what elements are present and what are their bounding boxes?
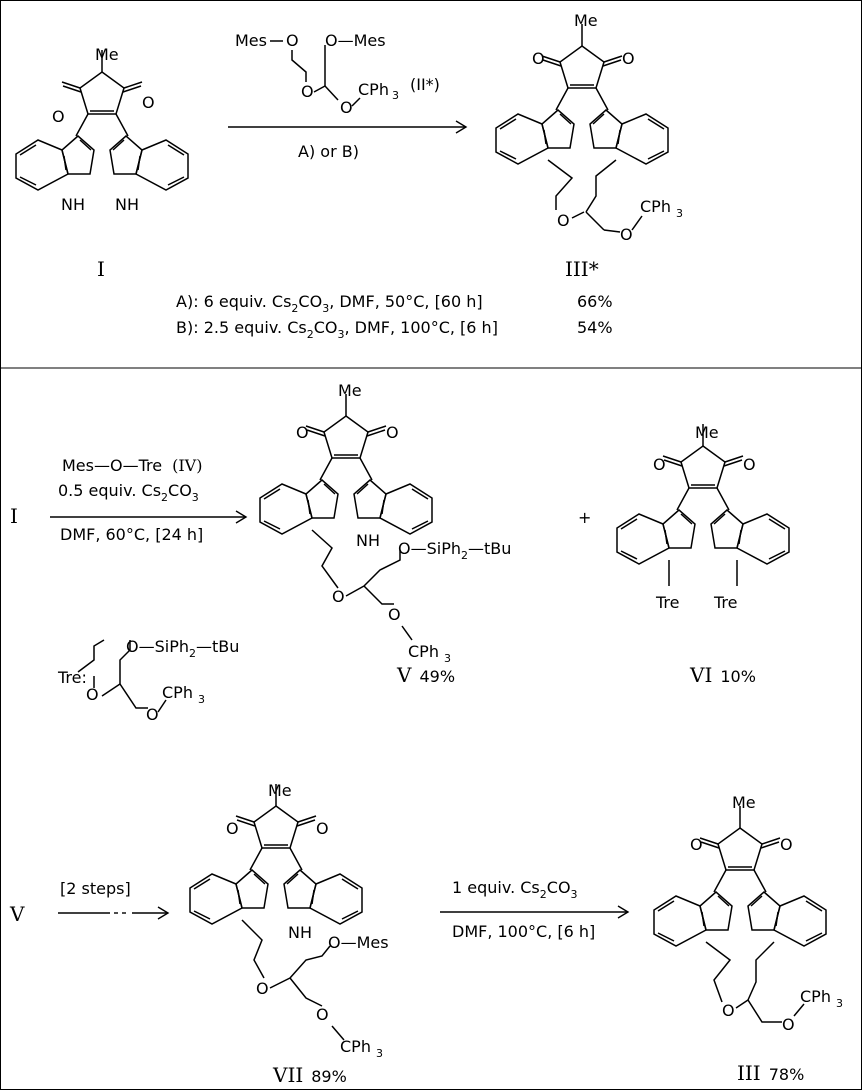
svg-text:O: O [743,455,756,474]
compound-I-nh2: NH [115,195,139,214]
svg-text:O: O [340,98,353,117]
compound-III-star-me: Me [574,11,598,30]
step2-conditions: DMF, 60°C, [24 h] [60,525,203,544]
compound-VI-me: Me [695,423,719,442]
start-V: V [9,902,25,926]
compound-III-me: Me [732,793,756,812]
svg-text:1 equiv. Cs2CO3: 1 equiv. Cs2CO3 [452,878,578,901]
reagent-II-omes: O—Mes [325,31,386,50]
compound-V-me: Me [338,381,362,400]
svg-text:O: O [386,423,399,442]
compound-VII-label: VII [272,1063,303,1087]
step4-conditions: DMF, 100°C, [6 h] [452,922,595,941]
svg-text:O: O [780,835,793,854]
svg-text:O: O [620,225,633,244]
svg-text:B): 2.5 equiv. Cs2CO3, DMF,: B): 2.5 equiv. Cs2CO3, DMF, 100°C, [6 h] [176,318,498,341]
compound-I-me: Me [95,45,119,64]
svg-text:O: O [256,979,269,998]
compound-VI-tre1: Tre [655,593,680,612]
svg-text:3: 3 [392,89,399,102]
compound-VII-nh: NH [288,923,312,942]
svg-text:CPh: CPh [408,642,439,661]
svg-text:3: 3 [198,693,205,706]
svg-text:O: O [653,455,666,474]
reaction-arrow-2: Mes—O—Tre(IV) 0.5 equiv. Cs2CO3 DMF, 60°… [50,456,248,544]
svg-text:O: O [52,107,65,126]
svg-text:O: O [146,705,159,724]
compound-V-yield: 49% [419,667,455,686]
svg-text:O: O [286,31,299,50]
svg-text:3: 3 [836,997,843,1010]
svg-text:CPh: CPh [640,197,671,216]
compound-VI: Me O O Tre Tre VI 10% [616,423,790,687]
reaction-arrow-4: 1 equiv. Cs2CO3 DMF, 100°C, [6 h] [440,878,630,941]
conditions-B: B): 2.5 equiv. Cs2CO3, DMF, 100°C, [6 h]… [176,318,613,341]
tre-label: Tre: [57,668,87,687]
svg-text:A): 6 equiv. Cs2CO3, DMF, 5: A): 6 equiv. Cs2CO3, DMF, 50°C, [60 h] [176,292,483,315]
compound-III-label: III [737,1061,761,1085]
compound-V-side: O—SiPh2—tBu [398,539,511,562]
svg-text:O: O [690,835,703,854]
tre-definition: Tre: O O—SiPh2—tBu O CPh 3 [57,637,239,724]
compound-V: Me O O NH O O—SiPh2—tBu O CPh 3 V 49% [259,381,511,687]
tre-side: O—SiPh2—tBu [126,637,239,660]
svg-text:O: O [316,1005,329,1024]
compound-VI-tre2: Tre [713,593,738,612]
compound-I-nh1: NH [61,195,85,214]
svg-text:CPh: CPh [340,1037,371,1056]
svg-text:O: O [142,93,155,112]
reagent-II-mes: Mes [235,31,267,50]
reaction-arrow-3: [2 steps] [58,879,170,920]
reagent-II: Mes O O O—Mes O CPh 3 (II*) [235,31,440,117]
svg-text:O: O [226,819,239,838]
compound-III-yield: 78% [769,1065,805,1084]
compound-VI-label: VI [689,663,712,687]
svg-text:O: O [86,685,99,704]
start-I: I [10,504,18,528]
svg-text:O: O [301,82,314,101]
svg-text:O: O [296,423,309,442]
step3-conditions: [2 steps] [60,879,131,898]
svg-text:3: 3 [376,1047,383,1060]
svg-text:O: O [332,587,345,606]
svg-text:O: O [532,49,545,68]
svg-text:CPh: CPh [358,80,389,99]
compound-VII: Me O O NH O O—Mes O CPh 3 VII 89% [189,781,389,1087]
svg-text:V49%: V 49% [396,663,455,687]
compound-VI-yield: 10% [720,667,756,686]
compound-V-label: V [396,663,412,687]
compound-VII-me: Me [268,781,292,800]
svg-text:O: O [722,1001,735,1020]
step1-conditions: A) or B) [298,142,359,161]
svg-text:O: O [782,1015,795,1034]
conditions-A: A): 6 equiv. Cs2CO3, DMF, 50°C, [60 h] 6… [176,292,613,315]
svg-text:3: 3 [444,652,451,665]
compound-III-star-label: III* [565,257,599,281]
plus-sign: + [578,508,591,527]
svg-text:3: 3 [676,207,683,220]
svg-text:CPh: CPh [800,987,831,1006]
svg-text:Mes—O—Tre(IV): Mes—O—Tre(IV) [62,456,202,475]
compound-VII-yield: 89% [311,1067,347,1086]
compound-I: Me O O NH NH I [15,45,189,281]
compound-VII-omes: O—Mes [328,933,389,952]
reaction-arrow-1: A) or B) [228,120,468,161]
reagent-II-label: (II*) [410,75,440,94]
compound-III-star-o: O [557,211,570,230]
conditions-A-yield: 66% [577,292,613,311]
svg-text:O: O [316,819,329,838]
conditions-B-yield: 54% [577,318,613,337]
svg-text:0.5 equiv. Cs2CO3: 0.5 equiv. Cs2CO3 [58,481,199,504]
compound-V-nh: NH [356,531,380,550]
compound-I-label: I [97,257,105,281]
compound-III-star: Me O O O O CPh 3 III* [495,11,683,281]
svg-text:O: O [622,49,635,68]
svg-text:O: O [388,605,401,624]
compound-III: Me O O O O CPh 3 III 78% [653,793,843,1085]
svg-text:CPh: CPh [162,683,193,702]
